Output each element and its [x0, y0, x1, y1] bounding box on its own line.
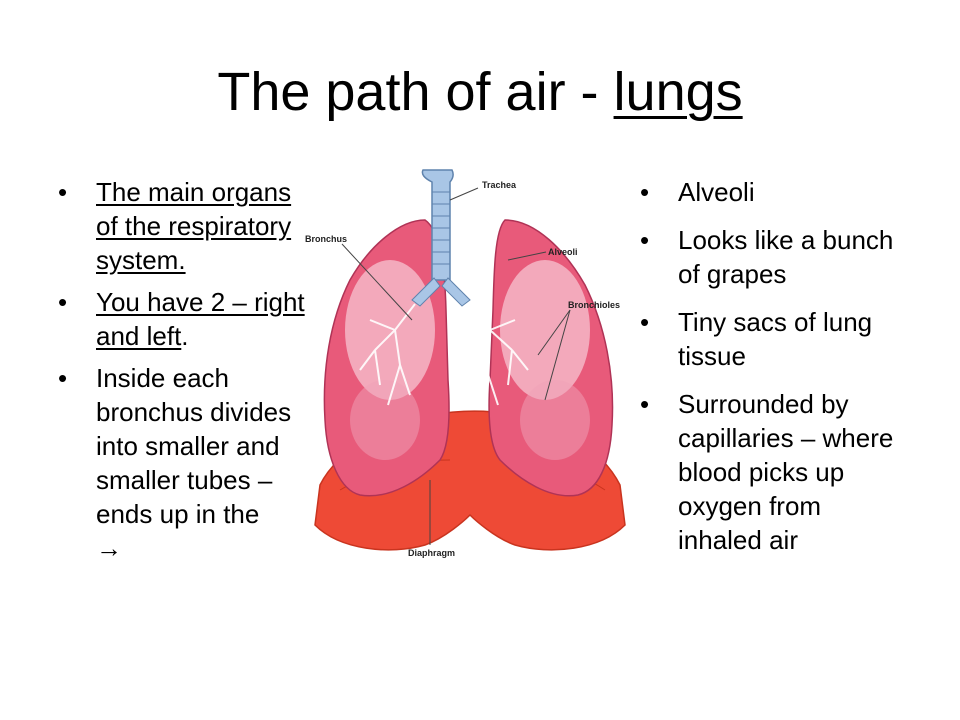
bullet-marker: • — [640, 307, 650, 337]
title-text: The path of air - — [217, 62, 614, 122]
slide-title: The path of air - lungs — [0, 54, 960, 130]
bronchioles-tree — [359, 303, 529, 406]
bullet-text: Surrounded by capillaries – where blood … — [678, 389, 894, 555]
lungs-diagram: Trachea Bronchus Alveoli Bronchioles Dia… — [305, 169, 626, 558]
bullet-text: Looks like a bunch of grapes — [678, 225, 894, 289]
right-bullet-item: • Surrounded by capillaries – where blood… — [640, 387, 910, 557]
right-bullet-item: • Tiny sacs of lung tissue — [640, 305, 910, 373]
trachea-shape — [411, 169, 471, 307]
bullet-text: . — [181, 321, 189, 351]
bullet-marker: • — [640, 225, 650, 255]
label-trachea: Trachea — [482, 180, 517, 190]
bullet-underlined-text: You have 2 – right and left — [96, 287, 305, 351]
right-bullet-list: • Alveoli • Looks like a bunch of grapes •… — [640, 175, 910, 571]
bullet-marker: • — [58, 177, 68, 207]
bullet-underlined-text: The main organs of the respiratory syste… — [96, 177, 292, 275]
bullet-text: Alveoli — [678, 177, 755, 207]
left-bullet-item: • You have 2 – right and left. — [58, 285, 306, 353]
label-diaphragm: Diaphragm — [408, 548, 455, 558]
title-underlined: lungs — [613, 62, 743, 122]
bullet-marker: • — [58, 363, 68, 393]
left-bullet-item: • The main organs of the respiratory sys… — [58, 175, 306, 277]
bullet-marker: • — [58, 287, 68, 317]
bullet-marker: • — [640, 177, 650, 207]
bullet-text: Inside each bronchus divides into smalle… — [96, 363, 292, 529]
right-bullet-item: • Looks like a bunch of grapes — [640, 223, 910, 291]
arrow-right-icon: → — [96, 533, 122, 563]
right-bullet-item: • Alveoli — [640, 175, 910, 209]
bullet-text: Tiny sacs of lung tissue — [678, 307, 873, 371]
label-bronchus: Bronchus — [305, 234, 347, 244]
bullet-marker: • — [640, 389, 650, 419]
label-bronchioles: Bronchioles — [568, 300, 620, 310]
left-bullet-item: • Inside each bronchus divides into smal… — [58, 361, 306, 565]
label-alveoli: Alveoli — [548, 247, 578, 257]
left-bullet-list: • The main organs of the respiratory sys… — [58, 175, 306, 573]
